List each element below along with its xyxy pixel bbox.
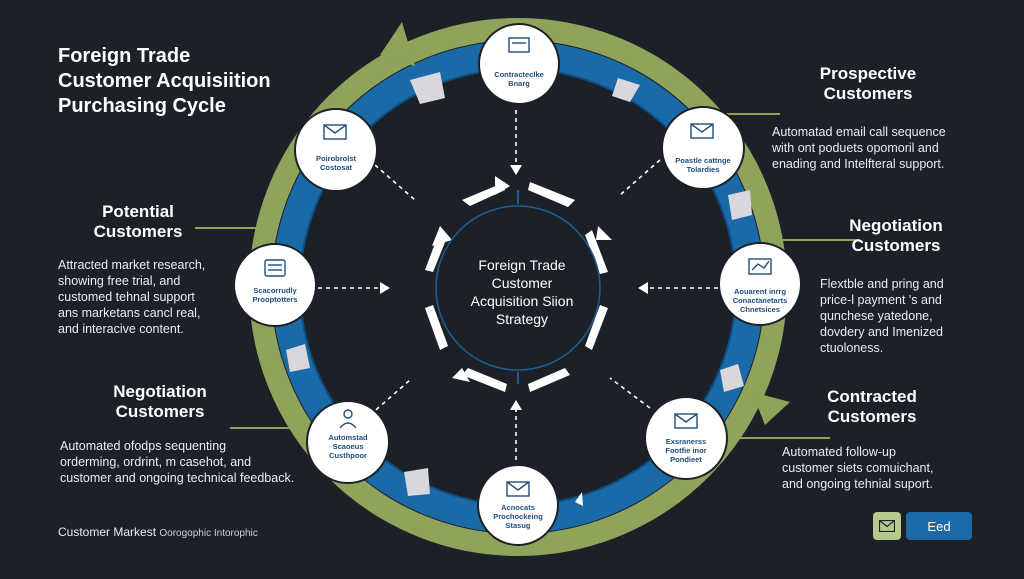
footer-caption: Customer Markest Oorogophic Intorophic [58, 525, 258, 539]
node-circle [477, 464, 559, 546]
center-circle [435, 205, 601, 371]
decorative-paper-icons [286, 72, 752, 496]
center-cycle-arrows [425, 176, 612, 392]
node-circles [233, 23, 802, 546]
ring-arrow-bottom-right-icon [752, 392, 790, 425]
envelope-icon [879, 520, 895, 532]
node-circle [644, 396, 728, 480]
document-icon [508, 37, 530, 53]
envelope-icon [506, 481, 530, 497]
potential-customers-desc: Attracted market research,showing free t… [58, 258, 206, 336]
chart-icon [748, 258, 772, 275]
dashed-arrows [310, 110, 718, 468]
ring-arrow-top-left-icon [380, 22, 415, 66]
node-circle [233, 243, 317, 327]
person-icon [339, 409, 357, 429]
node-circle [478, 23, 560, 105]
node-circle [718, 242, 802, 326]
dashed-arrow-heads [380, 165, 648, 410]
footer-main: Customer Markest [58, 525, 157, 539]
node-circle [306, 400, 390, 484]
list-icon [264, 259, 286, 277]
node-circle [294, 108, 378, 192]
node-circle [661, 106, 745, 190]
envelope-icon [690, 123, 714, 139]
star-icon [575, 492, 583, 506]
envelope-icon [674, 413, 698, 429]
end-button[interactable]: Eed [906, 512, 972, 540]
envelope-icon [323, 124, 347, 140]
footer-sub: Oorogophic Intorophic [159, 528, 258, 539]
mail-button[interactable] [873, 512, 901, 540]
